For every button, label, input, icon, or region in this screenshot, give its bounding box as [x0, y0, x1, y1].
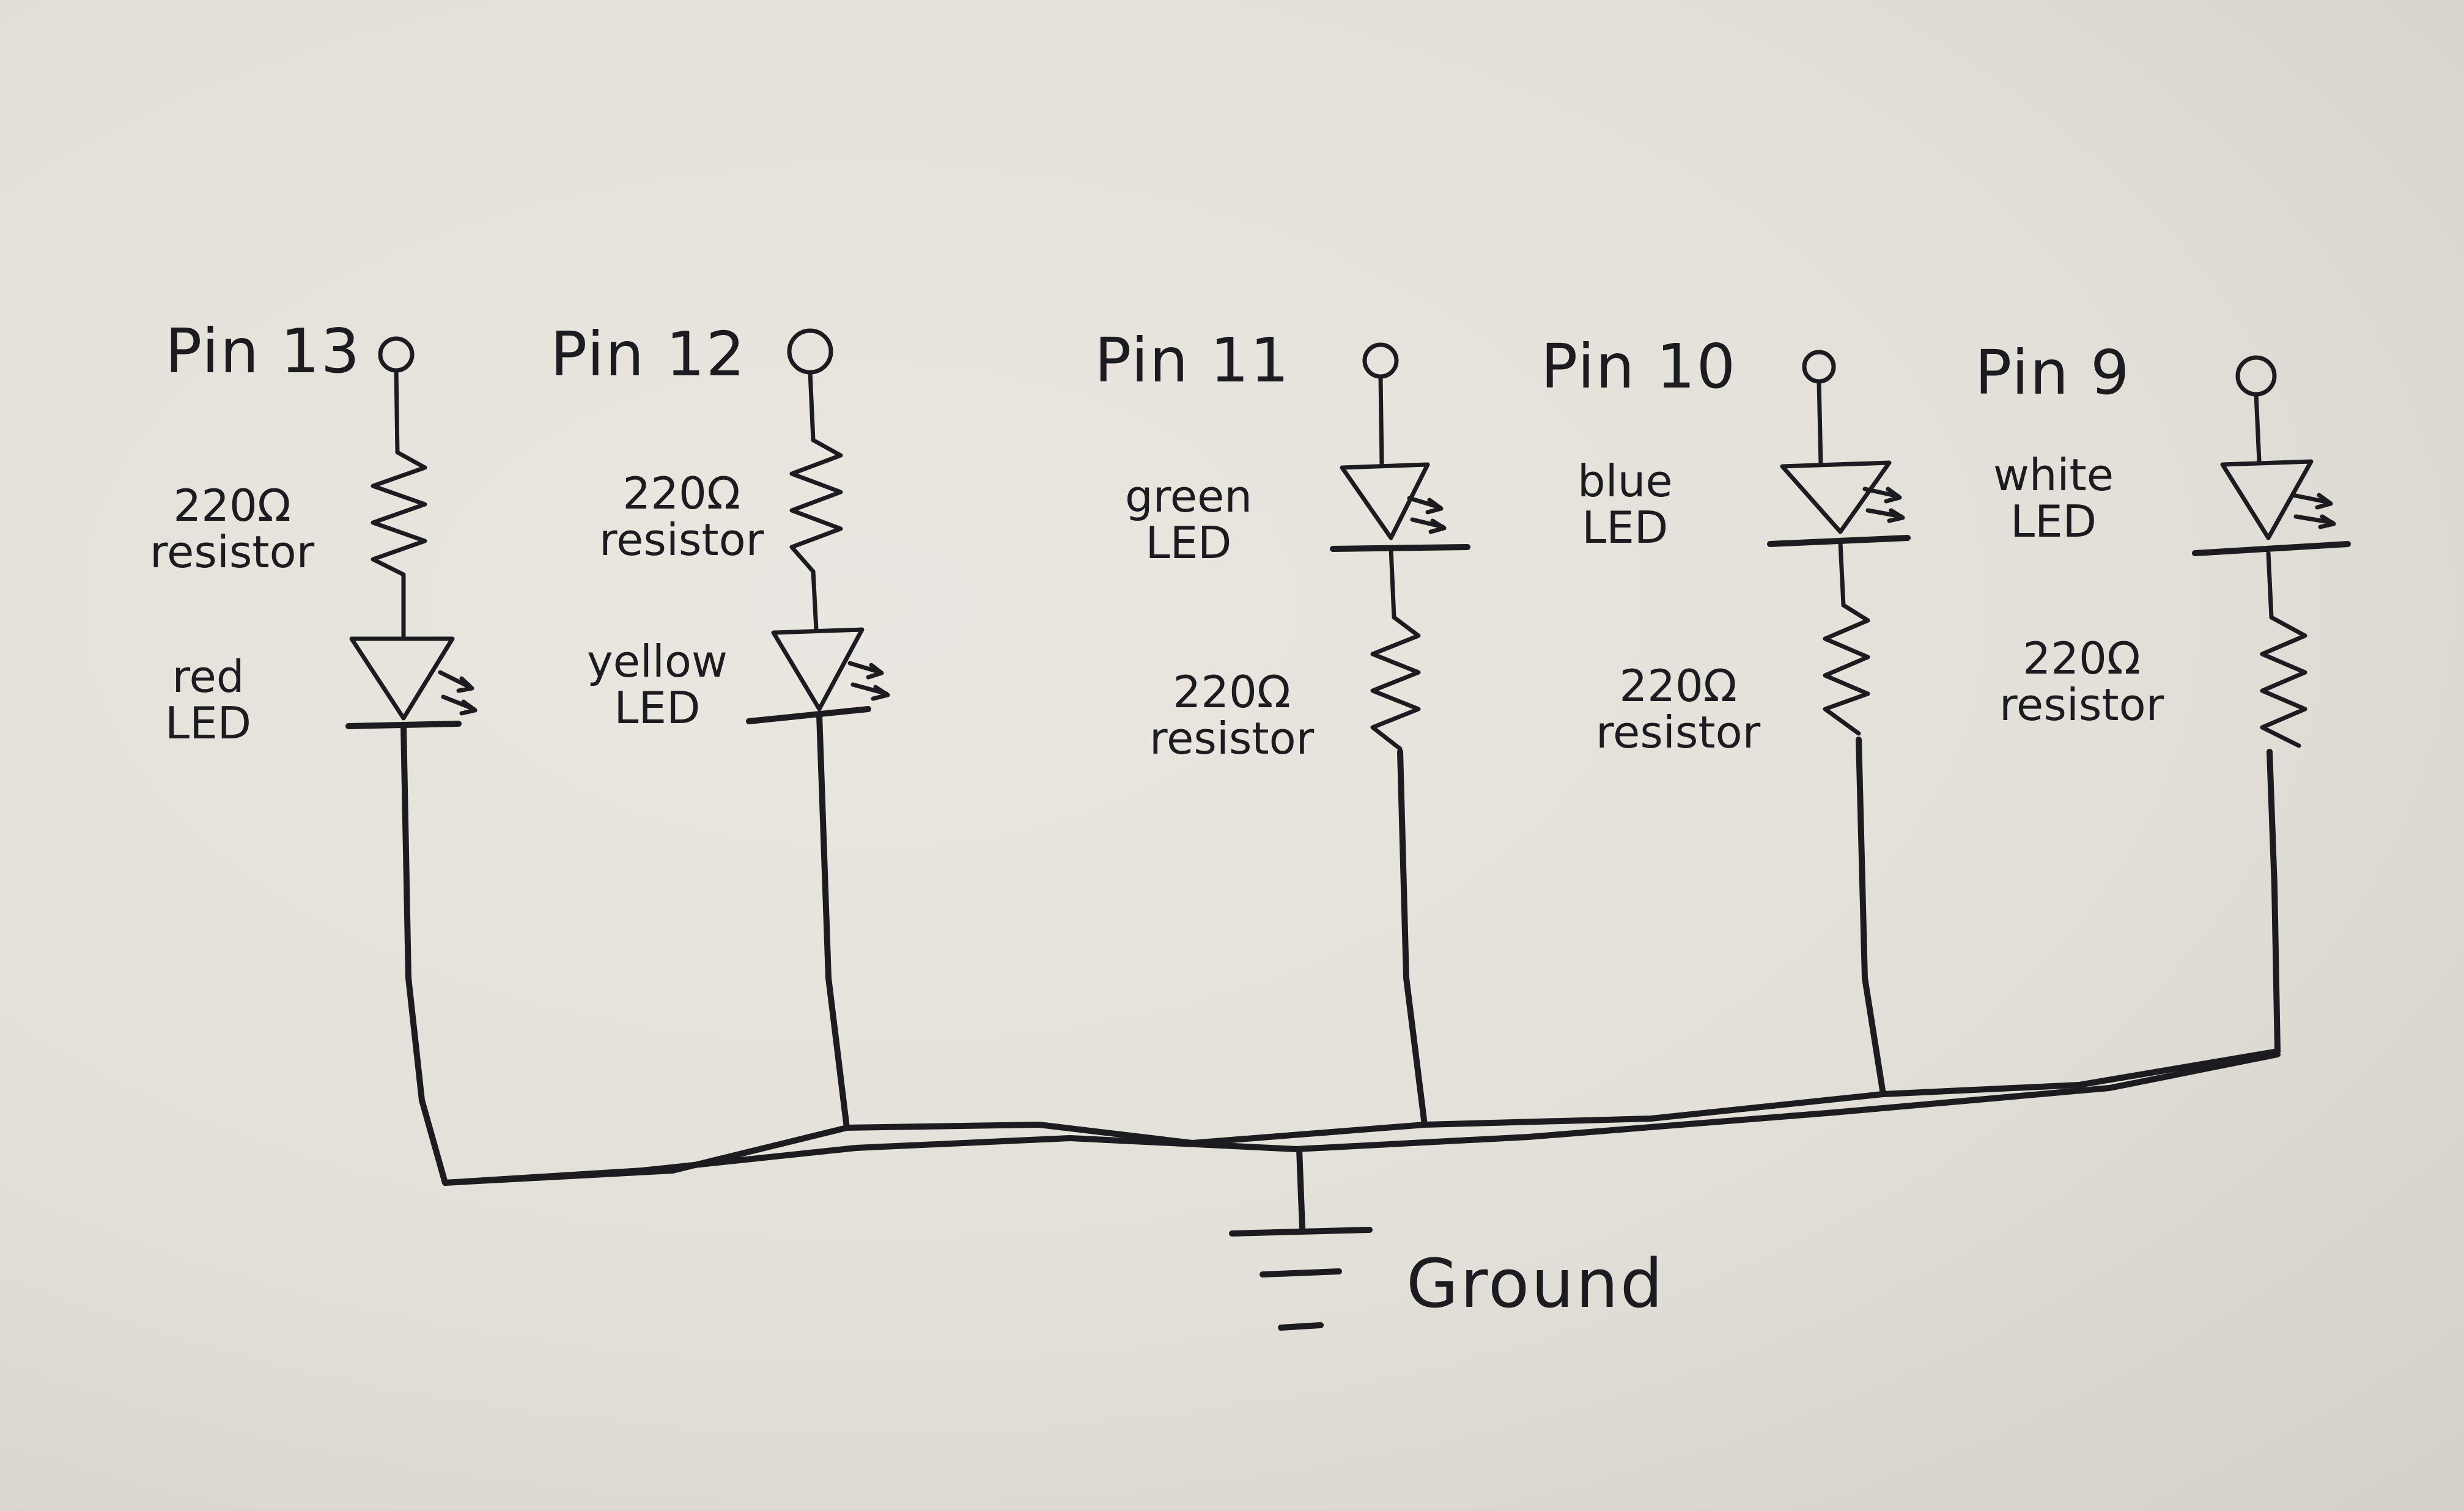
component-label: 220Ω resistor	[1999, 633, 2164, 730]
pin-label-13: Pin 13	[165, 315, 361, 387]
component-type: resistor	[150, 526, 315, 578]
component-type: LED	[1582, 501, 1669, 553]
branch-pin-10	[1767, 350, 1911, 1097]
wire	[2267, 749, 2281, 1054]
pin-terminal-icon	[2235, 355, 2277, 397]
branch-pin-9	[2192, 355, 2351, 1054]
wire	[2266, 551, 2274, 620]
ground-label: Ground	[1406, 1244, 1665, 1323]
led-icon	[746, 627, 890, 724]
component-value: yellow	[587, 636, 728, 687]
component-value: green	[1125, 471, 1252, 522]
branch-pin-12	[746, 328, 890, 1131]
wire	[1817, 379, 1823, 467]
component-label: 220Ω resistor	[1149, 669, 1314, 762]
component-label: red LED	[165, 651, 252, 749]
component-type: LED	[2010, 495, 2097, 547]
component-label: 220Ω resistor	[599, 468, 764, 565]
wire	[1397, 749, 1428, 1128]
component-type: LED	[1145, 517, 1232, 568]
component-value: 220Ω	[622, 468, 740, 519]
branch-pin-11	[1330, 342, 1470, 1128]
resistor-icon	[1370, 615, 1421, 751]
wire	[811, 569, 819, 632]
pin-label-11: Pin 11	[1094, 325, 1291, 396]
component-label: white LED	[1993, 452, 2114, 545]
pin-terminal-icon	[1802, 350, 1836, 384]
component-type: LED	[614, 682, 701, 733]
ground-bus	[442, 1048, 2281, 1186]
pin-label-12: Pin 12	[550, 318, 747, 390]
component-value: 220Ω	[173, 480, 291, 531]
pin-terminal-icon	[378, 336, 415, 373]
component-label: green LED	[1125, 471, 1252, 568]
resistor-icon	[371, 450, 427, 577]
wire	[1389, 546, 1396, 620]
component-type: LED	[165, 697, 252, 749]
branch-pin-13	[345, 336, 478, 1186]
led-icon	[2192, 459, 2351, 556]
wire	[394, 368, 400, 455]
pin-terminal-icon	[787, 328, 833, 375]
component-value: white	[1993, 449, 2114, 501]
wire	[1856, 737, 1886, 1097]
component-value: red	[172, 651, 245, 702]
component-type: resistor	[599, 513, 764, 565]
resistor-icon	[1823, 603, 1870, 736]
wire	[2254, 392, 2262, 464]
component-type: resistor	[1149, 712, 1315, 764]
wire	[1378, 374, 1384, 467]
wire	[808, 370, 816, 443]
resistor-icon	[789, 438, 843, 574]
ground-bus	[442, 1051, 2281, 1186]
component-type: resistor	[1596, 706, 1761, 758]
component-value: 220Ω	[2023, 633, 2141, 684]
component-type: resistor	[1999, 678, 2164, 730]
resistor-icon	[2260, 615, 2307, 748]
pin-terminal-icon	[1362, 342, 1399, 379]
component-label: yellow LED	[587, 636, 728, 733]
component-label: 220Ω resistor	[150, 480, 315, 578]
component-value: blue	[1577, 455, 1673, 507]
wire	[816, 712, 850, 1131]
pin-label-10: Pin 10	[1541, 331, 1737, 402]
led-icon	[1767, 460, 1911, 547]
ground-icon	[1229, 1146, 1373, 1331]
wire	[1838, 540, 1846, 608]
component-label: blue LED	[1577, 458, 1673, 551]
component-value: 220Ω	[1619, 660, 1737, 711]
component-value: 220Ω	[1173, 666, 1291, 718]
led-icon	[345, 636, 478, 729]
pin-label-9: Pin 9	[1975, 337, 2131, 408]
component-label: 220Ω resistor	[1596, 663, 1760, 756]
led-icon	[1330, 462, 1470, 552]
wire	[400, 723, 448, 1186]
